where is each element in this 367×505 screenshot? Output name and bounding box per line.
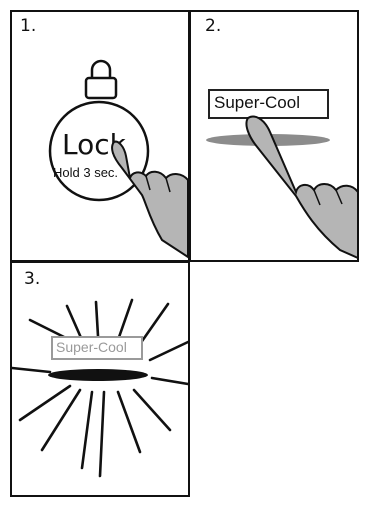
- press-shadow: [48, 369, 148, 381]
- flash-burst: [12, 300, 188, 476]
- super-cool-button-faded[interactable]: Super-Cool: [51, 336, 143, 360]
